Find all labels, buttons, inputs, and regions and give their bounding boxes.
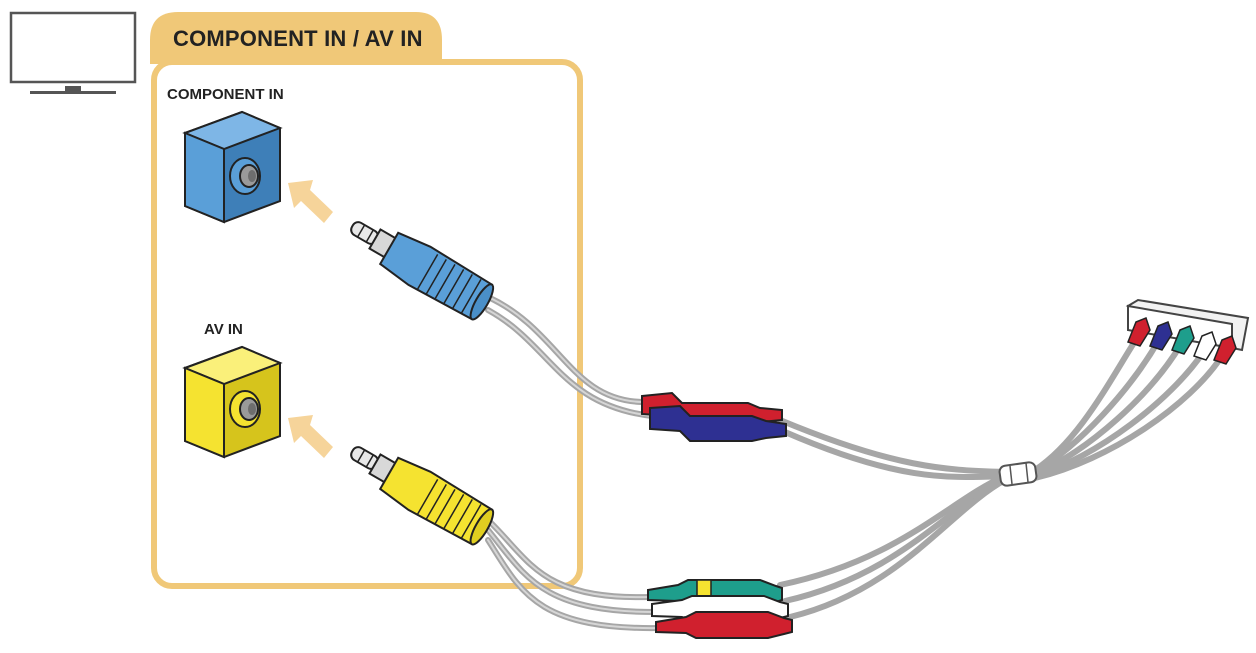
component-rca-splitter — [641, 391, 787, 442]
rca-bundle-icon — [1125, 298, 1250, 365]
component-jack-icon — [182, 110, 283, 224]
insert-arrow-icon — [288, 415, 333, 458]
av-plug — [350, 446, 495, 546]
insert-arrow-icon — [288, 180, 333, 223]
av-rca-splitter — [647, 579, 793, 639]
tv-icon — [9, 11, 137, 94]
component-plug — [350, 221, 495, 321]
panel-title: COMPONENT IN / AV IN — [173, 26, 423, 51]
av-jack-icon — [182, 345, 283, 459]
cable-lines — [485, 294, 1225, 632]
component-in-label: COMPONENT IN — [167, 86, 284, 103]
cable-clip — [998, 461, 1038, 487]
av-in-label: AV IN — [204, 321, 243, 338]
